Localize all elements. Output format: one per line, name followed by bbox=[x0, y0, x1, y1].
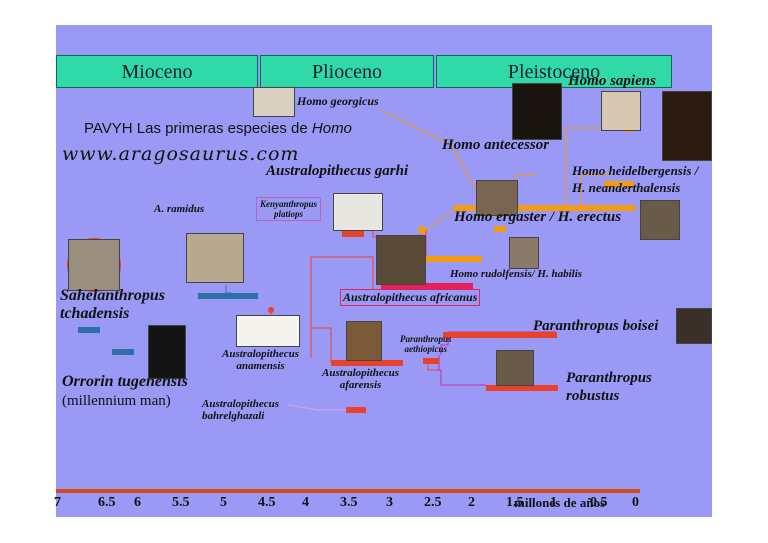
marker-anamensis-node bbox=[268, 307, 274, 313]
connector-afarensis bbox=[311, 327, 346, 363]
label-homo-georgicus: Homo georgicus bbox=[297, 94, 379, 108]
axis-label: millones de años bbox=[514, 495, 606, 510]
connector-antecessor bbox=[515, 174, 536, 208]
label-sahelanthropus-line2: tchadensis bbox=[60, 305, 130, 322]
label-homo-sapiens: Homo sapiens bbox=[568, 73, 656, 89]
robustus-skull-photo bbox=[496, 350, 534, 386]
bar-antecessor bbox=[494, 226, 506, 232]
georgicus-skull-photo bbox=[253, 87, 295, 117]
sahelanthropus-skull-photo bbox=[68, 239, 120, 291]
slide-title: PAVYH Las primeras especies de Homo bbox=[84, 120, 352, 137]
connector-georgicus bbox=[380, 109, 487, 209]
heidelbergensis-skull-photo bbox=[662, 91, 712, 161]
time-axis bbox=[56, 489, 640, 493]
label-kenyanthropus-line2: platiops bbox=[274, 209, 304, 219]
axis-tick: 1.5 bbox=[506, 495, 524, 510]
axis-tick: 2.5 bbox=[424, 495, 442, 510]
era-plioceno: Plioceno bbox=[260, 55, 434, 88]
label-p-boisei: Paranthropus boisei bbox=[533, 318, 659, 334]
connector-robustus bbox=[438, 355, 486, 386]
axis-tick: 5 bbox=[220, 495, 227, 510]
label-p-aethiopicus-line2: aethiopicus bbox=[404, 344, 448, 354]
website-label: www.aragosaurus.com bbox=[62, 143, 300, 165]
bar-robustus bbox=[486, 385, 558, 391]
bar-bahrelghazali bbox=[346, 407, 366, 413]
bar-ramidus bbox=[198, 293, 258, 299]
label-homo-rudolfensis: Homo rudolfensis/ H. habilis bbox=[450, 268, 583, 280]
axis-tick: 4.5 bbox=[258, 495, 276, 510]
axis-tick: 3.5 bbox=[340, 495, 358, 510]
label-a-bahrelghazali-line2: bahrelghazali bbox=[202, 410, 265, 422]
label-p-robustus-line1: Paranthropus bbox=[566, 370, 652, 386]
africanus-skull-photo bbox=[376, 235, 426, 285]
label-orrorin: Orrorin tugenensis bbox=[62, 373, 188, 390]
bar-orrorin bbox=[112, 349, 134, 355]
label-p-robustus-line2: robustus bbox=[566, 388, 620, 404]
axis-tick: 4 bbox=[302, 495, 309, 510]
boisei-skull-photo bbox=[676, 308, 712, 344]
bar-ergaster bbox=[454, 205, 636, 211]
label-sahelanthropus-line1: Sahelanthropus bbox=[60, 287, 165, 304]
label-a-garhi: Australopithecus garhi bbox=[266, 163, 409, 179]
antecessor-skull-photo bbox=[512, 83, 562, 140]
bar-aethiopicus bbox=[423, 358, 439, 364]
kenyanthropus-fossil-photo bbox=[333, 193, 383, 231]
connector-africanus bbox=[310, 256, 374, 358]
label-p-robustus: Paranthropus robustus bbox=[566, 369, 652, 405]
ergaster-skull-photo bbox=[476, 180, 518, 216]
axis-tick: 3 bbox=[386, 495, 393, 510]
title-prefix: PAVYH Las primeras especies de bbox=[84, 120, 312, 137]
bar-sahelanthropus bbox=[78, 327, 100, 333]
bar-boisei bbox=[443, 332, 557, 338]
label-a-bahrelghazali-line1: Australopithecus bbox=[202, 398, 280, 410]
label-homo-heidelbergensis: Homo heidelbergensis / bbox=[572, 163, 699, 178]
label-a-afarensis-line1: Australopithecus bbox=[322, 367, 400, 379]
connector-heidelbergensis bbox=[580, 174, 611, 208]
ramidus-fossil-photo bbox=[186, 233, 244, 283]
sapiens-skull-photo bbox=[601, 91, 641, 131]
axis-tick: 0.5 bbox=[590, 495, 608, 510]
label-homo-ergaster: Homo ergaster / H. erectus bbox=[454, 209, 622, 225]
label-a-anamensis-line2: anamensis bbox=[236, 360, 285, 372]
axis-tick: 7 bbox=[54, 495, 61, 510]
era-mioceno: Mioceno bbox=[56, 55, 258, 88]
label-a-ramidus: A. ramidus bbox=[154, 203, 205, 215]
label-a-anamensis-line1: Australopithecus bbox=[222, 348, 300, 360]
label-homo-antecessor: Homo antecessor bbox=[442, 137, 550, 153]
axis-tick: 0 bbox=[632, 495, 639, 510]
label-millennium-man: (millennium man) bbox=[62, 393, 171, 409]
axis-tick: 6.5 bbox=[98, 495, 116, 510]
era-pleistoceno: Pleistoceno bbox=[436, 55, 672, 88]
anamensis-fossil-photo bbox=[236, 315, 300, 347]
axis-tick: 6 bbox=[134, 495, 141, 510]
erectus-skull-photo bbox=[640, 200, 680, 240]
rudolfensis-skull-photo bbox=[509, 237, 539, 269]
bar-heidelbergensis bbox=[604, 181, 634, 187]
bar-afarensis bbox=[331, 360, 403, 366]
bar-kenyanthropus bbox=[342, 231, 364, 237]
label-kenyanthropus-line1: Kenyanthropus bbox=[260, 199, 318, 209]
afarensis-skull-photo bbox=[346, 321, 382, 361]
connector-bahrelghazali bbox=[287, 404, 346, 411]
axis-tick: 1 bbox=[550, 495, 557, 510]
title-genus: Homo bbox=[311, 120, 352, 137]
bar-rudolfensis bbox=[422, 256, 482, 262]
orrorin-fossil-photo bbox=[148, 325, 186, 379]
connector-ramidus bbox=[225, 285, 231, 294]
axis-tick: 5.5 bbox=[172, 495, 190, 510]
bar-africanus bbox=[381, 283, 473, 289]
label-p-aethiopicus-line1: Paranthropus bbox=[400, 334, 452, 344]
marker-ergaster-node bbox=[418, 226, 426, 234]
label-h-neanderthalensis: H. neanderthalensis bbox=[572, 180, 681, 195]
axis-tick: 2 bbox=[468, 495, 475, 510]
slide: Mioceno Plioceno Pleistoceno bbox=[54, 25, 712, 517]
label-a-afarensis-line2: afarensis bbox=[339, 379, 382, 391]
label-a-africanus: Australopithecus africanus bbox=[340, 289, 481, 306]
